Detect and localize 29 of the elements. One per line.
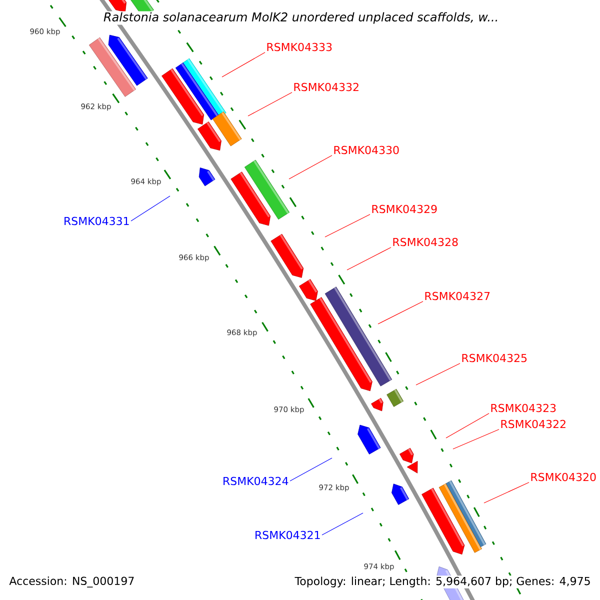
accession-label: Accession: NS_000197 bbox=[8, 576, 136, 588]
title: Ralstonia solanacearum MolK2 unordered unplaced scaffolds, w... bbox=[102, 11, 500, 25]
leader-line bbox=[378, 301, 424, 324]
gene-label: RSMK04333 bbox=[267, 42, 332, 52]
gene-label: RSMK04327 bbox=[425, 292, 490, 300]
leader-line bbox=[324, 214, 370, 238]
gene-label: RSMK04330 bbox=[334, 146, 399, 154]
leader-line bbox=[248, 92, 292, 116]
gene-label: RSMK04322 bbox=[501, 420, 566, 428]
gene-label: RSMK04321 bbox=[256, 530, 320, 540]
gene-label: RSMK04323 bbox=[491, 404, 556, 412]
gene-label: RSMK04325 bbox=[462, 354, 527, 362]
gene-label: RSMK04331 bbox=[64, 216, 129, 226]
gene-label: RSMK04324 bbox=[224, 476, 288, 486]
leader-line bbox=[130, 196, 170, 222]
gene-label: RSMK04328 bbox=[393, 238, 458, 246]
gene-label: RSMK04329 bbox=[372, 204, 437, 214]
gene-label: RSMK04320 bbox=[531, 472, 596, 482]
leader-line bbox=[288, 155, 332, 180]
leader-line bbox=[484, 482, 530, 504]
leader-line bbox=[346, 247, 392, 270]
leader-line bbox=[416, 363, 460, 386]
leader-line bbox=[322, 512, 364, 536]
leader-line bbox=[222, 52, 266, 78]
gene-label: RSMK04332 bbox=[294, 82, 358, 92]
genome-info-label: Topology: linear; Length: 5,964,607 bp; Genes: 4,975 bbox=[294, 576, 592, 588]
leader-line bbox=[290, 458, 332, 482]
leader-line bbox=[452, 429, 500, 450]
leader-line bbox=[446, 413, 490, 438]
